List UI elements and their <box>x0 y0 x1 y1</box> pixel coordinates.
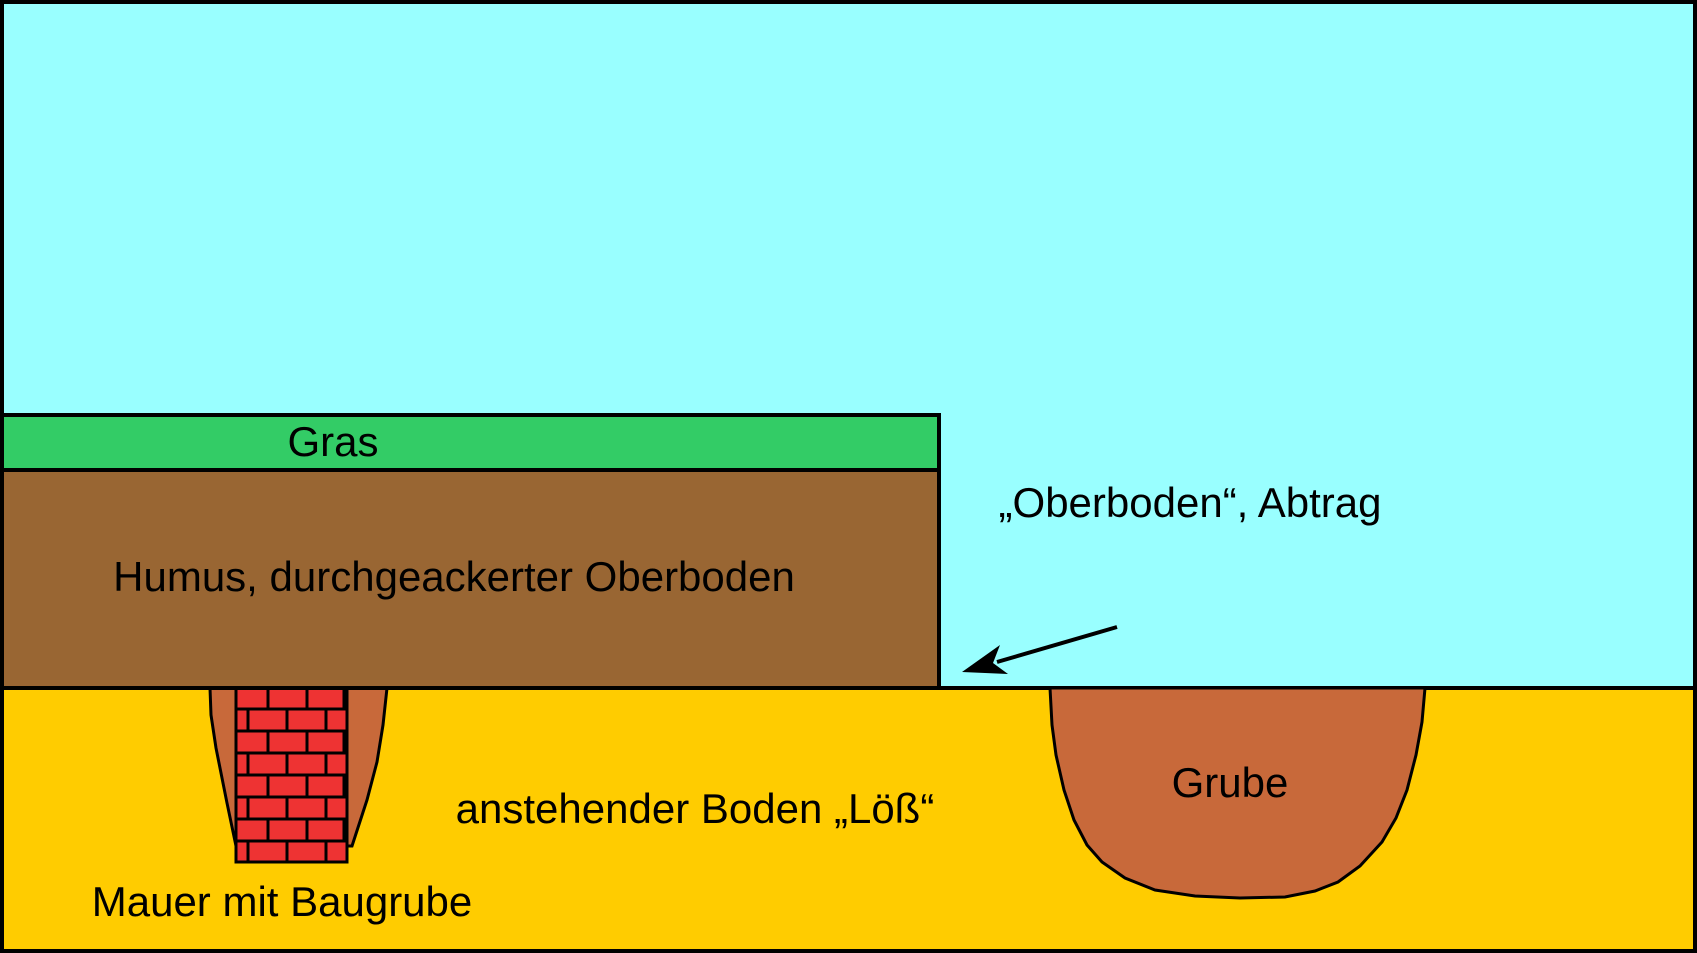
grass-layer-label: Gras <box>287 417 379 465</box>
topsoil-removal-label: „Oberboden“, Abtrag <box>998 478 1382 526</box>
humus-layer-label: Humus, durchgeackerter Oberboden <box>113 552 795 600</box>
abtrag-arrow-head <box>962 645 1008 674</box>
subsoil-label: anstehender Boden „Löß“ <box>455 784 935 832</box>
brick-course-lines <box>236 707 347 843</box>
wall-label: Mauer mit Baugrube <box>91 877 473 925</box>
storage-pit <box>1048 686 1427 900</box>
humus-layer <box>0 468 941 690</box>
abtrag-arrow-shaft <box>996 625 1118 664</box>
abtrag-arrow <box>962 625 1118 674</box>
brick-joint-lines <box>246 687 346 862</box>
grass-layer <box>0 413 941 472</box>
storage-pit-label: Grube <box>1171 758 1289 806</box>
brick-wall <box>234 685 349 864</box>
